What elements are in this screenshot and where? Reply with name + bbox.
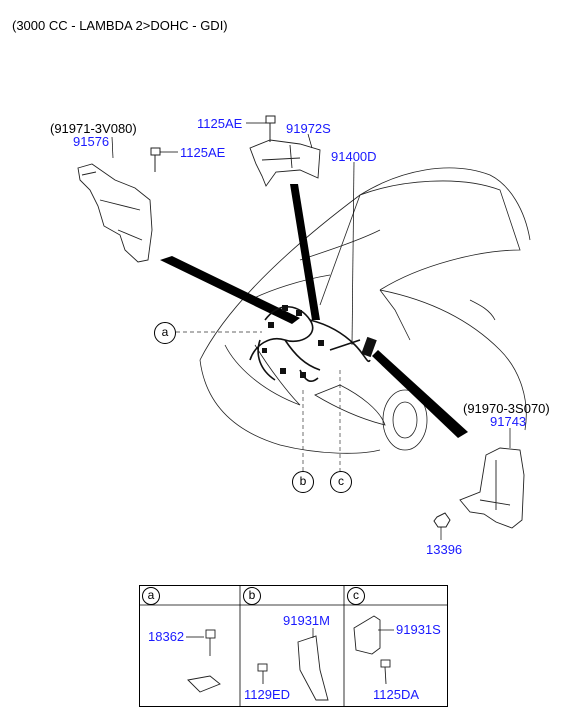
label-1125AE-left[interactable]: 1125AE (180, 145, 226, 160)
label-1125AE-top[interactable]: 1125AE (197, 116, 243, 131)
harness-lead-right (372, 350, 468, 438)
label-91971-3V080: (91971-3V080) (50, 121, 137, 136)
clip-18362 (187, 675, 221, 693)
bolt-1129ED (257, 663, 268, 672)
table-header-b: b (243, 587, 261, 605)
label-13396[interactable]: 13396 (426, 542, 463, 557)
car-windshield (359, 180, 521, 291)
label-91972S[interactable]: 91972S (286, 121, 331, 136)
engine-note: (3000 CC - LAMBDA 2>DOHC - GDI) (12, 18, 228, 33)
bracket-91931M (297, 635, 329, 701)
car-front-wheel (382, 389, 428, 451)
harness-lead-left (160, 256, 300, 324)
callout-a[interactable]: a (154, 322, 176, 344)
label-91931M[interactable]: 91931M (283, 613, 330, 628)
wiring-harness (249, 306, 371, 382)
harness-lead-top (290, 184, 320, 320)
car-front-bumper (199, 359, 381, 454)
label-91970-3S070: (91970-3S070) (463, 401, 550, 416)
label-1129ED[interactable]: 1129ED (244, 687, 291, 702)
label-18362[interactable]: 18362 (148, 629, 185, 644)
bracket-91972S (249, 139, 321, 187)
car-grille (224, 344, 301, 406)
label-91743[interactable]: 91743 (490, 414, 527, 429)
bracket-91743 (459, 447, 525, 529)
car-headlight (314, 384, 386, 426)
label-91576[interactable]: 91576 (73, 134, 110, 149)
car-fender (379, 289, 527, 431)
label-91931S[interactable]: 91931S (396, 622, 441, 637)
callout-b[interactable]: b (292, 471, 314, 493)
table-header-a: a (142, 587, 160, 605)
bracket-91931S (353, 615, 381, 655)
part-18362 (205, 629, 216, 639)
bolt-1125AE-left (150, 147, 161, 156)
bolt-1125DA (380, 659, 391, 668)
label-1125DA[interactable]: 1125DA (373, 687, 420, 702)
bracket-91576 (77, 163, 153, 263)
bolt-1125AE-top (265, 115, 276, 124)
nut-13396 (433, 512, 451, 528)
callout-c[interactable]: c (330, 471, 352, 493)
table-header-c: c (347, 587, 365, 605)
car-hood-outline (199, 167, 531, 361)
label-91400D[interactable]: 91400D (331, 149, 377, 164)
detail-table: a b c (139, 585, 448, 707)
